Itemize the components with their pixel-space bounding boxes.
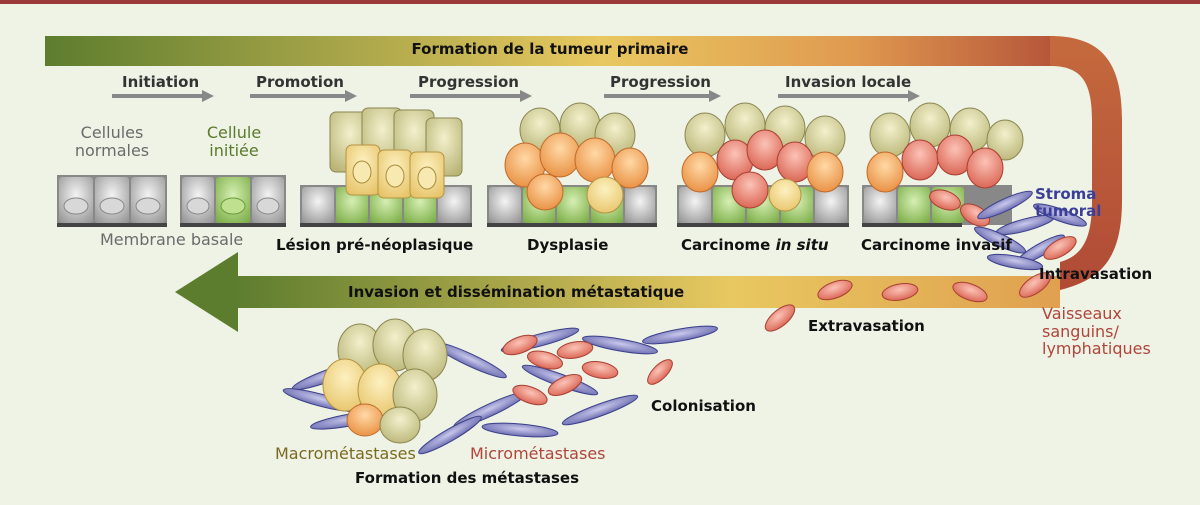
step-progression-2: Progression [610, 73, 711, 91]
metastases-cluster [282, 318, 718, 455]
dissemination-arrowhead [175, 252, 238, 332]
intravasation-label: Intravasation [1039, 265, 1153, 283]
normal-cells [57, 175, 167, 227]
step-initiation: Initiation [122, 73, 200, 91]
preneoplastic-cells [300, 107, 472, 227]
dissemination-arrow [235, 276, 1060, 308]
circulating-cells [647, 236, 1077, 385]
initiated-cells [180, 175, 286, 227]
stage-preneoplastic: Lésion pré-néoplasique [276, 236, 474, 254]
dissemination-label: Invasion et dissémination métastatique [348, 283, 685, 301]
dysplasia-cells [487, 102, 657, 227]
primary-tumor-label: Formation de la tumeur primaire [411, 40, 689, 58]
stage-carcinoma-in-situ: Carcinome in situ [681, 236, 829, 254]
carcinoma-in-situ-cells [677, 102, 849, 227]
stage-invasive: Carcinome invasif [861, 236, 1012, 254]
micrometastases-label: Micrométastases [470, 444, 606, 463]
step-progression-1: Progression [418, 73, 519, 91]
membrane-label: Membrane basale [100, 230, 244, 249]
extravasation-label: Extravasation [808, 317, 925, 335]
stroma-cells [973, 190, 1087, 271]
step-invasion-locale: Invasion locale [785, 73, 912, 91]
step-arrows [112, 90, 920, 102]
macrometastases-label: Macrométastases [275, 444, 416, 463]
primary-tumor-arrow [45, 36, 1055, 66]
metastases-formation-label: Formation des métastases [355, 469, 580, 487]
colonisation-label: Colonisation [651, 397, 756, 415]
u-turn-curve [1050, 36, 1122, 290]
step-promotion: Promotion [256, 73, 344, 91]
invasive-carcinoma-cells [862, 102, 1024, 227]
stage-dysplasia: Dysplasie [527, 236, 609, 254]
